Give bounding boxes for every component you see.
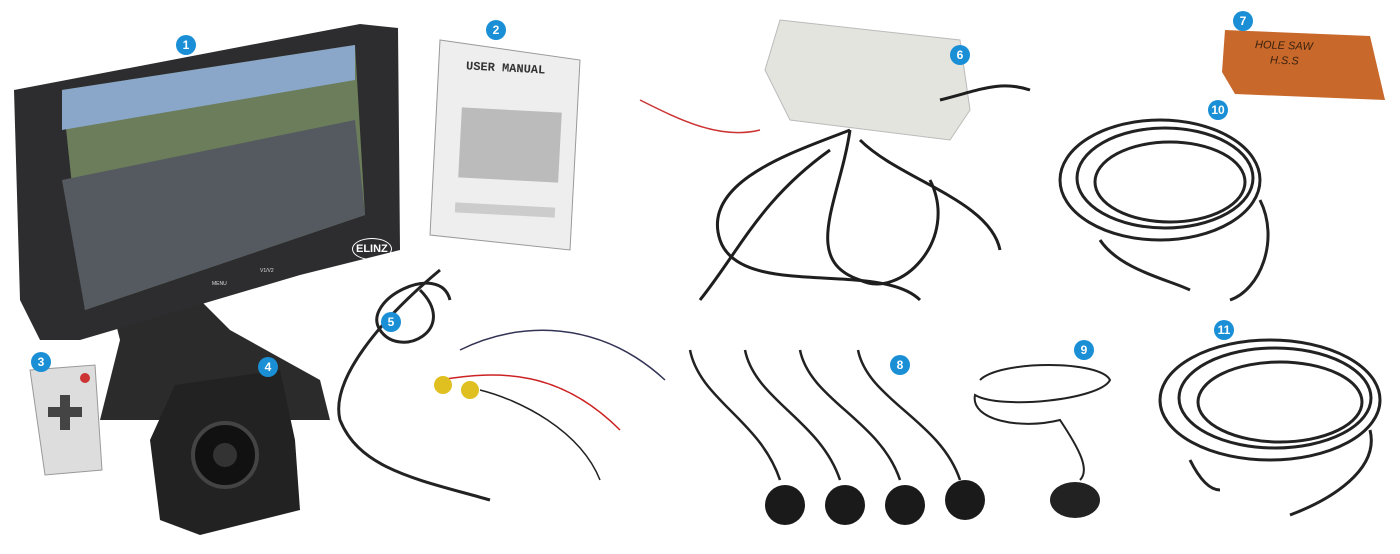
hole-saw-line1: HOLE SAW [1254,38,1314,54]
badge-7: 7 [1233,11,1253,31]
monitor-menu-label: MENU [212,281,227,287]
monitor [14,24,400,420]
monitor-logo: ELINZ [352,238,392,260]
badge-6: 6 [950,45,970,65]
badge-5: 5 [381,312,401,332]
user-manual [429,39,581,251]
camera-cable [337,268,666,502]
monitor-v-label: V1/V2 [260,268,274,274]
hole-saw-line2: H.S.S [1269,54,1299,68]
badge-2: 2 [486,20,506,40]
extension-cable-11 [1158,338,1382,517]
hole-saw-box [1222,30,1385,100]
parking-sensors [688,349,985,525]
badge-1: 1 [176,35,196,55]
control-box [639,19,1031,302]
camera [150,370,300,535]
badge-10: 10 [1208,100,1228,120]
badge-9: 9 [1074,340,1094,360]
badge-8: 8 [890,355,910,375]
remote-control [29,364,103,476]
badge-3: 3 [31,352,51,372]
buzzer [973,364,1112,518]
badge-4: 4 [258,357,278,377]
extension-cable-10 [1058,118,1270,302]
badge-11: 11 [1214,320,1234,340]
